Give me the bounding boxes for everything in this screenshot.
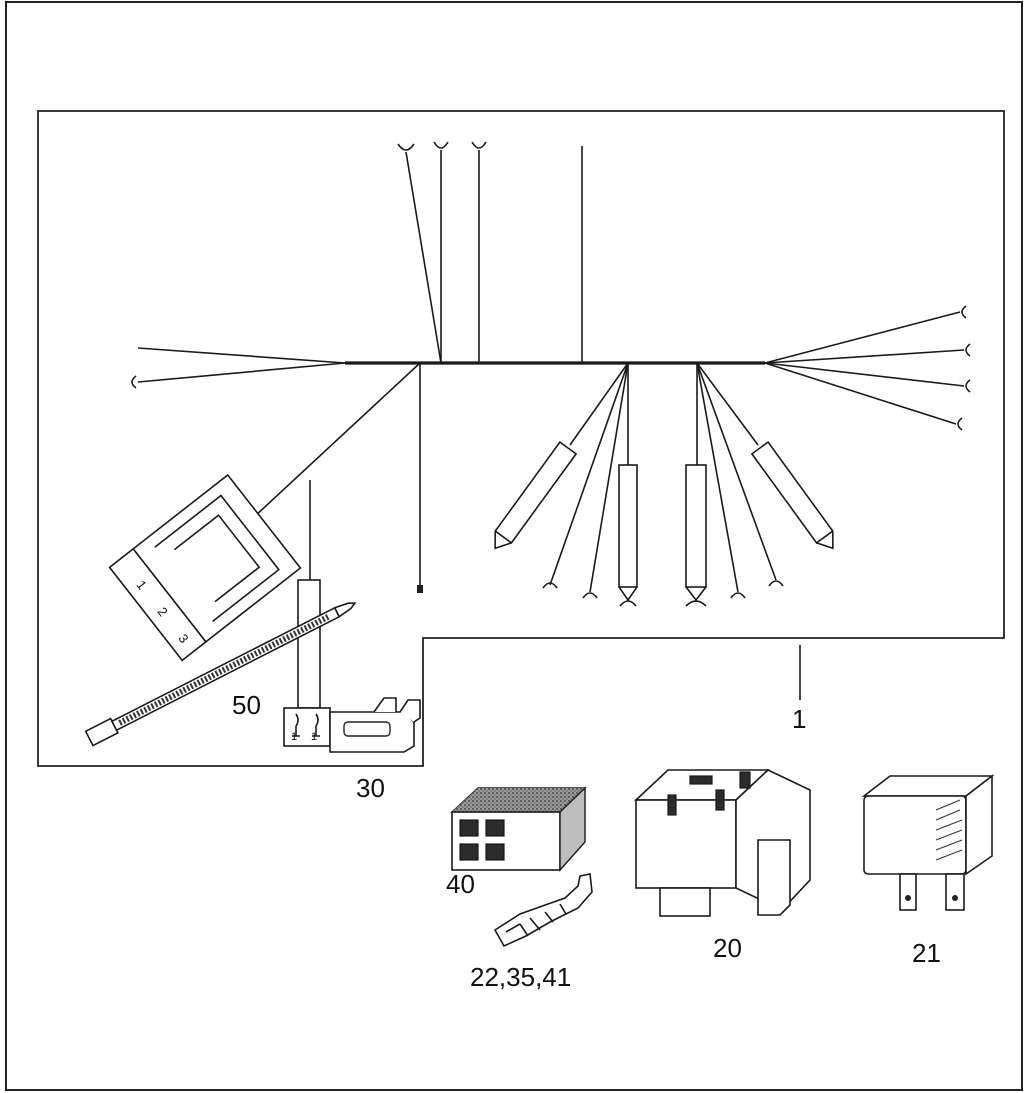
callout-connector-housing: 40 [446,869,475,899]
terminal-crimp-lines [505,903,567,937]
fuse: 30 [329,697,421,803]
socket-pin-left-label: 1 [291,731,297,743]
socket-front [635,799,737,889]
socket-base [659,887,711,917]
housing-cavity-2 [485,819,505,837]
relay-label-print [935,799,963,861]
sleeve-right-vertical-tip [685,586,707,607]
housing-side [559,786,586,872]
three-pin-connector: 1 2 3 [108,473,302,662]
sleeve-right-angled [750,441,834,550]
relay-tab-right [945,873,965,911]
wire-fan-r3 [696,362,777,581]
wire-left-2-terminal [131,375,137,389]
fuse-blade-right [399,699,421,723]
socket-pin-left [292,713,300,737]
page-frame [5,1,1023,1091]
socket-slot-3 [667,794,677,816]
socket-slot-1 [689,775,713,785]
relay-socket: 20 [633,769,811,963]
wire-right-2 [764,349,965,364]
relay-tab-left-hole [905,895,911,901]
fuse-body [329,711,415,753]
wire-right-3-terminal [965,379,971,393]
housing-top-texture [452,788,585,812]
wire-right-1-terminal [961,305,967,319]
wire-top-1 [405,151,442,364]
wire-left-2 [137,362,346,383]
wire-fan-l3-terminal [582,592,598,599]
wire-fan-r4 [696,362,759,446]
socket-clip [757,839,791,916]
sleeve-tip [816,531,834,550]
callout-relay: 21 [912,938,941,968]
callout-cable-tie: 50 [232,690,261,720]
housing-cavity-1 [459,819,479,837]
socket-slot-4 [739,771,751,789]
socket-sleeve [297,579,321,709]
housing-cavity-3 [459,843,479,861]
wire-top-3-terminal [471,141,487,149]
flat-terminal: 22,35,41 [470,873,593,992]
wire-fan-l2-terminal [542,582,558,589]
harness-outline [37,110,1005,767]
terminal-body [493,873,593,948]
sleeve-left-angled [494,441,578,550]
wire-drop-end [417,585,423,593]
fuse-window [343,721,391,737]
relay-tab-right-hole [952,895,958,901]
wire-top-1-terminal [397,143,415,151]
connector-housing: 40 [446,786,587,899]
socket-slot-2 [715,789,725,811]
wire-fan-l3 [589,362,629,593]
sleeve-left-vertical [618,464,638,588]
cable-tie-tip [333,602,357,618]
sleeve-left-vertical-tip [618,586,638,607]
wire-right-3 [764,362,965,387]
wire-right-1 [764,311,961,364]
relay-tab-left [899,873,917,911]
sleeve-body [750,441,834,544]
housing-cavity-4 [485,843,505,861]
wire-fan-l1 [569,362,629,446]
fuse-blade-left [373,697,397,713]
relay-side [965,774,993,876]
relay-front [863,795,967,875]
wire-fan-r2-terminal [730,592,746,599]
sleeve-tip [494,531,512,550]
sleeve-body [494,441,578,544]
connector-inner-loop-outer [154,494,280,622]
wire-fan-l2 [549,362,629,586]
wire-right-4-terminal [957,417,963,431]
wire-left-1 [137,347,346,364]
wire-right-4 [764,362,957,425]
wire-fan-r2 [696,362,739,593]
connector-inner-loop-inner [173,514,261,603]
sleeve-right-vertical [685,464,707,588]
relay: 21 [861,774,995,968]
wire-fan-r3-terminal [768,580,784,587]
callout-relay-socket: 20 [713,933,742,963]
callout-harness: 1 [792,704,806,734]
wire-top-2-terminal [433,141,449,149]
wire-right-2-terminal [965,343,971,357]
wire-branch-connector [239,362,421,531]
callout-fuse: 30 [356,773,385,803]
callout-terminals: 22,35,41 [470,962,571,992]
connector-pin-face [108,547,207,662]
cable-tie-teeth [118,613,332,726]
cable-tie: 50 [84,602,357,747]
socket-pin-right [312,713,320,737]
wiring-harness: 1 2 3 1 1 [108,141,971,747]
socket-pin-right-label: 1 [311,731,317,743]
